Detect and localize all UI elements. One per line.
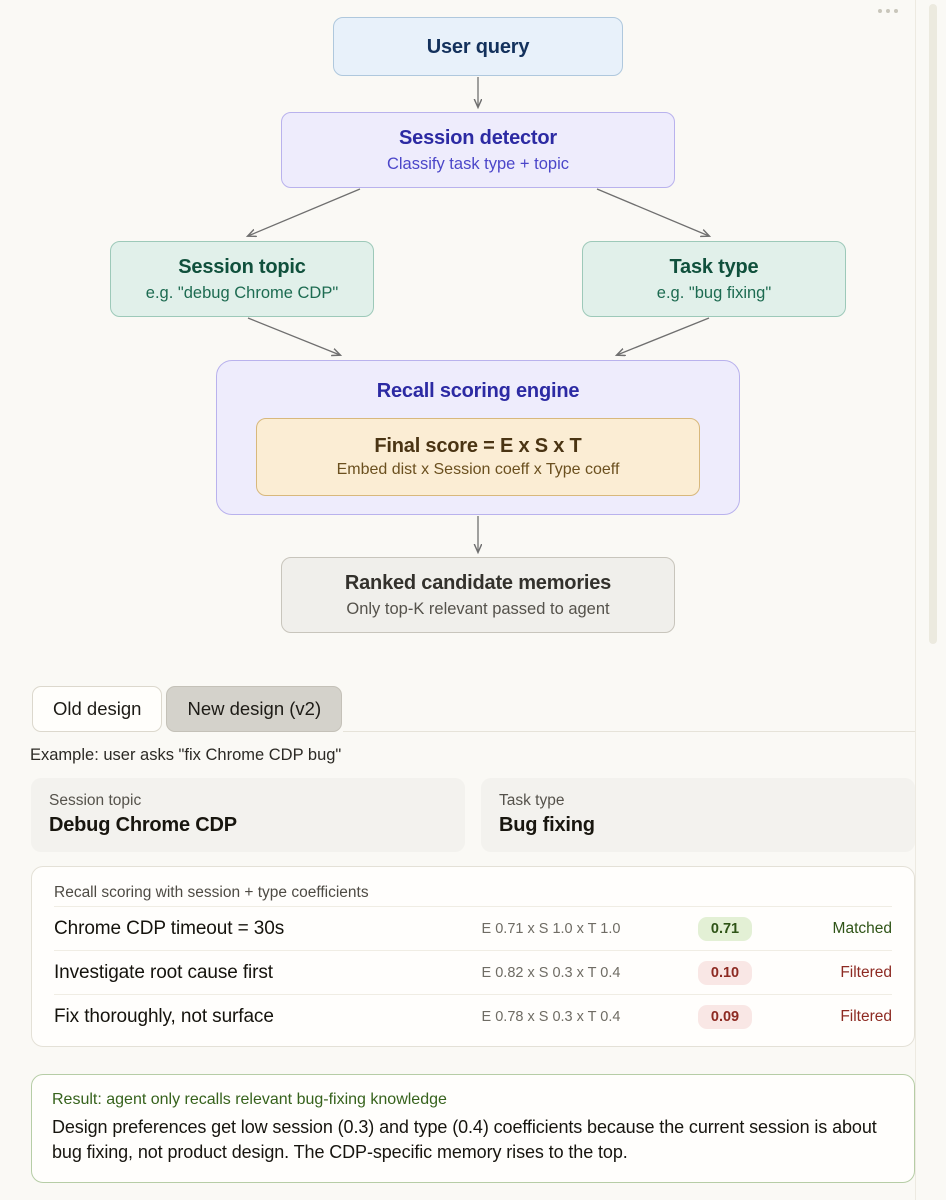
kebab-dot-1 (878, 9, 882, 13)
node-subtitle: Classify task type + topic (386, 154, 570, 173)
node-title: Recall scoring engine (376, 380, 580, 402)
formula-expanded: Embed dist x Session coeff x Type coeff (336, 461, 620, 478)
node-recall-scoring-engine: Recall scoring engine Final score = E x … (216, 360, 740, 515)
row-formula: E 0.71 x S 1.0 x T 1.0 (481, 920, 621, 937)
table-row: Fix thoroughly, not surface E 0.78 x S 0… (54, 994, 892, 1038)
table-row: Investigate root cause first E 0.82 x S … (54, 950, 892, 994)
memory-label: Investigate root cause first (54, 961, 273, 983)
score-badge: 0.09 (698, 1004, 752, 1029)
architecture-diagram: User query Session detector Classify tas… (110, 17, 846, 633)
scoring-table-card: Recall scoring with session + type coeff… (31, 866, 915, 1047)
score-pill-wrap: 0.09 (666, 1004, 784, 1029)
formula-main: Final score = E x S x T (374, 435, 582, 457)
row-formula: E 0.82 x S 0.3 x T 0.4 (481, 964, 621, 981)
score-badge: 0.10 (698, 960, 752, 985)
vertical-scrollbar-track[interactable] (915, 0, 946, 1200)
tab-old-design[interactable]: Old design (32, 686, 163, 732)
node-title: Task type (669, 255, 759, 278)
kebab-dot-2 (886, 9, 890, 13)
context-key: Task type (499, 792, 565, 809)
table-row: Chrome CDP timeout = 30s E 0.71 x S 1.0 … (54, 906, 892, 950)
node-subtitle: e.g. "debug Chrome CDP" (145, 283, 339, 302)
result-headline: Result: agent only recalls relevant bug-… (52, 1091, 447, 1108)
more-options-icon[interactable] (878, 4, 898, 18)
design-version-tabs: Old design New design (v2) (32, 686, 343, 732)
node-title: User query (426, 35, 530, 58)
node-subtitle: Only top-K relevant passed to agent (346, 599, 610, 618)
context-cards: Session topic Debug Chrome CDP Task type… (31, 778, 915, 853)
result-body: Design preferences get low session (0.3)… (52, 1116, 877, 1163)
node-title: Ranked candidate memories (344, 571, 612, 594)
context-value: Debug Chrome CDP (49, 814, 237, 837)
context-card-session-topic: Session topic Debug Chrome CDP (31, 778, 465, 853)
vertical-scrollbar-thumb[interactable] (929, 4, 937, 644)
node-task-type: Task type e.g. "bug fixing" (582, 241, 846, 317)
scoring-table-title: Recall scoring with session + type coeff… (54, 884, 369, 901)
node-session-topic: Session topic e.g. "debug Chrome CDP" (110, 241, 374, 317)
kebab-dot-3 (894, 9, 898, 13)
status-label: Matched (832, 919, 892, 937)
node-ranked-candidate-memories: Ranked candidate memories Only top-K rel… (281, 557, 675, 633)
node-subtitle: e.g. "bug fixing" (656, 283, 772, 302)
score-pill-wrap: 0.71 (666, 916, 784, 941)
example-caption: Example: user asks "fix Chrome CDP bug" (30, 746, 342, 764)
result-card: Result: agent only recalls relevant bug-… (31, 1074, 915, 1183)
score-pill-wrap: 0.10 (666, 960, 784, 985)
node-session-detector: Session detector Classify task type + to… (281, 112, 675, 188)
formula-box: Final score = E x S x T Embed dist x Ses… (256, 418, 700, 496)
tab-new-design-v2[interactable]: New design (v2) (166, 686, 343, 732)
memory-label: Fix thoroughly, not surface (54, 1005, 274, 1027)
memory-label: Chrome CDP timeout = 30s (54, 917, 285, 939)
row-formula: E 0.78 x S 0.3 x T 0.4 (481, 1008, 621, 1025)
node-user-query: User query (333, 17, 623, 76)
context-value: Bug fixing (499, 814, 595, 837)
node-title: Session topic (178, 255, 306, 278)
status-label: Filtered (840, 963, 892, 981)
tabs-divider (343, 731, 915, 732)
score-badge: 0.71 (698, 916, 752, 941)
status-label: Filtered (840, 1007, 892, 1025)
context-card-task-type: Task type Bug fixing (481, 778, 915, 853)
node-title: Session detector (399, 126, 557, 149)
context-key: Session topic (49, 792, 142, 809)
